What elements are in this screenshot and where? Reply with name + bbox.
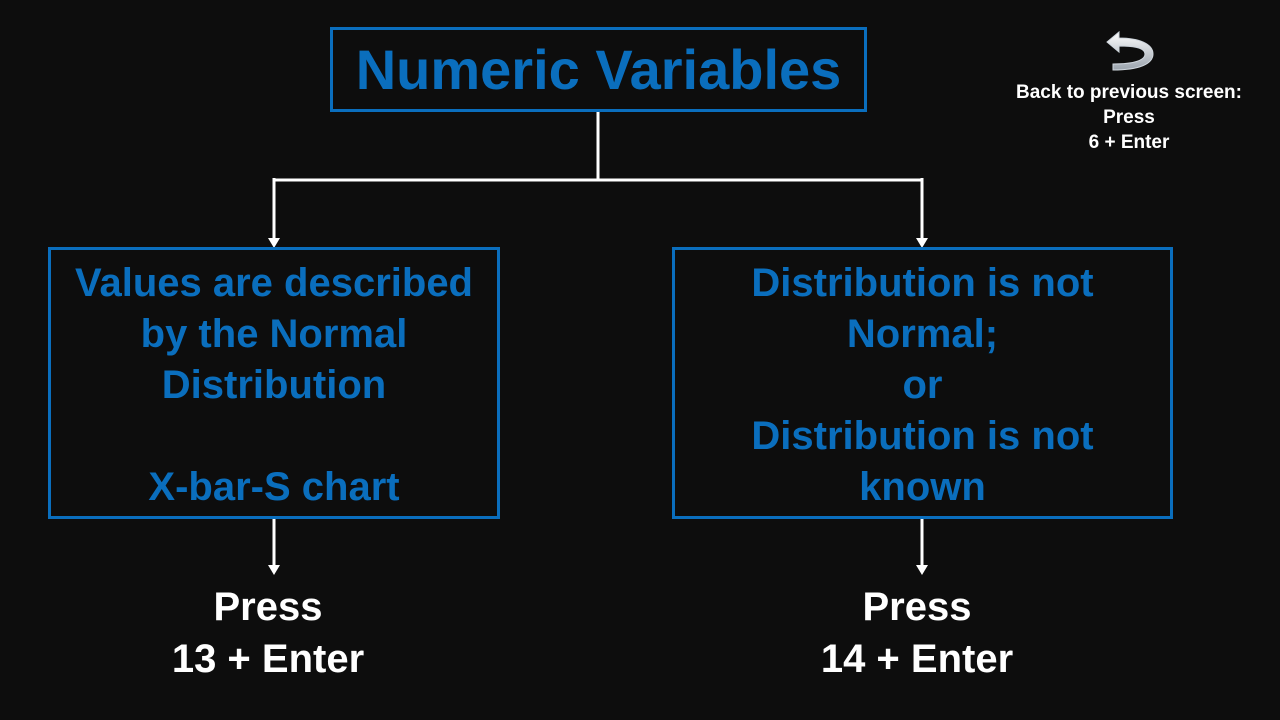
right-box-line-3: or [902, 363, 943, 407]
left-box-line-5: X-bar-S chart [148, 465, 400, 509]
press-13-instruction: Press 13 + Enter [118, 581, 418, 685]
press-right-keys: 14 + Enter [820, 637, 1014, 681]
press-left-label: Press [213, 585, 323, 629]
arrowhead-left-press [268, 565, 280, 575]
right-box-line-2: Normal; [846, 312, 999, 356]
press-right-label: Press [862, 585, 972, 629]
right-box-line-5: known [859, 465, 986, 509]
normal-distribution-box: Values are described by the Normal Distr… [48, 247, 500, 519]
left-box-line-3: Distribution [161, 363, 387, 407]
back-keys: 6 + Enter [1088, 132, 1170, 153]
arrowhead-right-press [916, 565, 928, 575]
right-box-line-1: Distribution is not [751, 261, 1094, 305]
diagram-title: Numeric Variables [355, 37, 842, 101]
back-arrow-icon[interactable] [1099, 28, 1159, 76]
left-box-line-1: Values are described [74, 261, 473, 305]
left-box-line-2: by the Normal [140, 312, 408, 356]
non-normal-distribution-box: Distribution is not Normal; or Distribut… [672, 247, 1173, 519]
press-14-instruction: Press 14 + Enter [767, 581, 1067, 685]
back-press-label: Press [1103, 107, 1155, 128]
back-navigation[interactable]: Back to previous screen: Press 6 + Enter [990, 28, 1268, 155]
right-box-line-4: Distribution is not [751, 414, 1094, 458]
back-label: Back to previous screen: [1016, 82, 1242, 103]
press-left-keys: 13 + Enter [171, 637, 365, 681]
title-box: Numeric Variables [330, 27, 867, 112]
